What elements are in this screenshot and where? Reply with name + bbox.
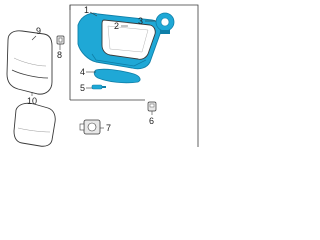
- callout-3: 3: [138, 16, 143, 26]
- mirror-housing-part: [77, 12, 162, 70]
- bulb-part: [91, 84, 106, 90]
- mirror-base-part: [13, 102, 56, 147]
- callout-6: 6: [149, 116, 154, 126]
- parts-diagram: 1 2 3 4 5 6 7 8 9 10: [6, 4, 199, 147]
- callout-1: 1: [84, 5, 89, 15]
- callout-4: 4: [80, 67, 85, 77]
- motor-part: [155, 12, 175, 34]
- leader-line-1: [89, 11, 98, 17]
- callout-7: 7: [106, 123, 111, 133]
- callout-8: 8: [57, 50, 62, 60]
- callout-10: 10: [27, 96, 37, 106]
- connector-part: [147, 101, 157, 112]
- leader-lines: [31, 11, 156, 129]
- actuator-part: [79, 119, 101, 135]
- mirror-glass-part: [101, 19, 156, 60]
- turn-signal-part: [93, 68, 141, 84]
- clip-part: [56, 35, 65, 45]
- callout-2: 2: [114, 21, 119, 31]
- mirror-cover-part: [6, 30, 53, 95]
- callout-9: 9: [36, 26, 41, 36]
- leader-line-9: [31, 35, 37, 41]
- callout-5: 5: [80, 83, 85, 93]
